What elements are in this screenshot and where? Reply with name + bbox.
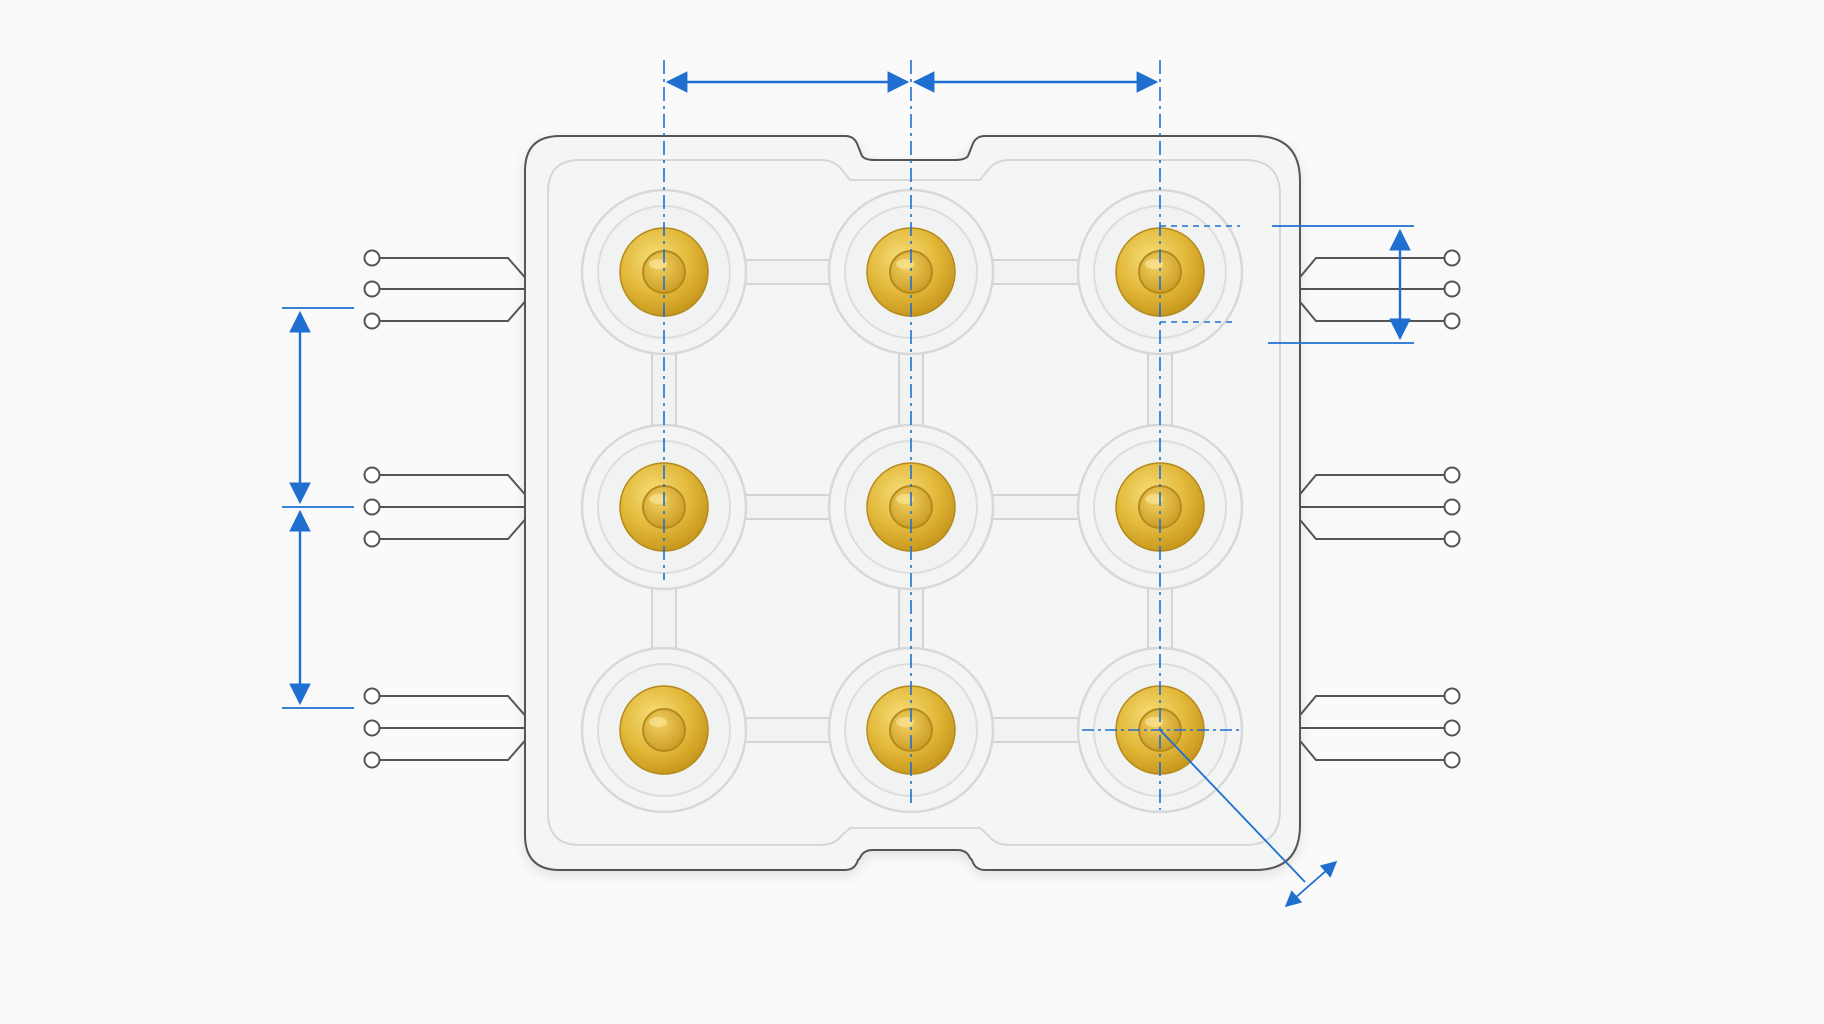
corner-pad-diameter-tick — [1284, 860, 1338, 908]
lead-terminal-icon — [1443, 312, 1461, 330]
lead-terminal-icon — [363, 719, 381, 737]
lead-trace-left — [379, 735, 530, 761]
lead-trace-left — [379, 257, 530, 283]
substrate-inner-border — [547, 159, 1281, 846]
lead-terminal-icon — [1443, 280, 1461, 298]
lead-trace-right — [1295, 257, 1445, 283]
lead-trace-left — [379, 695, 530, 721]
bridge-horizontal — [982, 717, 1089, 743]
lead-terminal-icon — [363, 751, 381, 769]
lead-trace-right — [1295, 514, 1445, 540]
lead-terminal-icon — [363, 312, 381, 330]
lead-terminal-icon — [363, 280, 381, 298]
lead-terminal-icon — [363, 530, 381, 548]
lead-terminal-icon — [1443, 466, 1461, 484]
lead-trace-left — [379, 474, 530, 500]
gold-contact-pad-icon — [827, 188, 995, 356]
gold-contact-pad-icon — [1076, 188, 1244, 356]
bridge-horizontal — [735, 494, 840, 520]
lead-terminal-icon — [1443, 751, 1461, 769]
bridge-horizontal — [735, 717, 840, 743]
corner-pad-leader — [1159, 729, 1306, 883]
lead-terminal-icon — [363, 498, 381, 516]
lead-terminal-icon — [1443, 498, 1461, 516]
lead-terminal-icon — [1443, 530, 1461, 548]
lead-trace-left — [379, 296, 530, 322]
lead-terminal-icon — [363, 249, 381, 267]
lead-trace-right — [1295, 735, 1445, 761]
bridge-horizontal — [735, 259, 840, 285]
lead-terminal-icon — [1443, 687, 1461, 705]
lead-traces — [363, 249, 1461, 769]
lead-trace-left — [379, 514, 530, 540]
lead-terminal-icon — [1443, 249, 1461, 267]
lead-terminal-icon — [363, 466, 381, 484]
lead-terminal-icon — [363, 687, 381, 705]
gold-contact-pad-icon — [580, 423, 748, 591]
gold-contact-pad-icon — [1076, 423, 1244, 591]
lead-trace-right — [1295, 474, 1445, 500]
dimension-annotations — [282, 60, 1414, 908]
bridge-vertical — [651, 578, 677, 659]
bridge-horizontal — [982, 494, 1089, 520]
pad-array — [580, 188, 1244, 814]
lead-trace-right — [1295, 296, 1445, 322]
lead-terminal-icon — [1443, 719, 1461, 737]
bridge-horizontal — [982, 259, 1089, 285]
lead-trace-right — [1295, 695, 1445, 721]
gold-contact-pad-icon — [580, 646, 748, 814]
